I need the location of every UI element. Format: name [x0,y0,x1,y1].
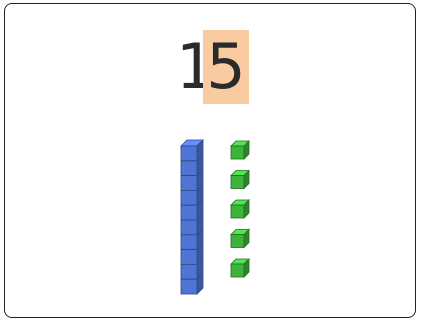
rod-unit-cube [181,220,197,235]
ones-cube [231,230,249,248]
rod-unit-cube [181,190,197,205]
ones-cube [231,200,249,218]
rod-unit-cube [181,146,197,161]
rod-unit-cube [181,279,197,294]
ones-cube [231,259,249,277]
ones-cube [231,171,249,189]
rod-unit-cube [181,250,197,265]
rod-unit-cube [181,161,197,176]
rod-unit-cube [181,176,197,191]
rod-unit-cube [181,205,197,220]
rod-unit-cube [181,264,197,279]
ones-cube [231,141,249,159]
tens-rod [181,140,203,294]
rod-unit-cube [181,235,197,250]
